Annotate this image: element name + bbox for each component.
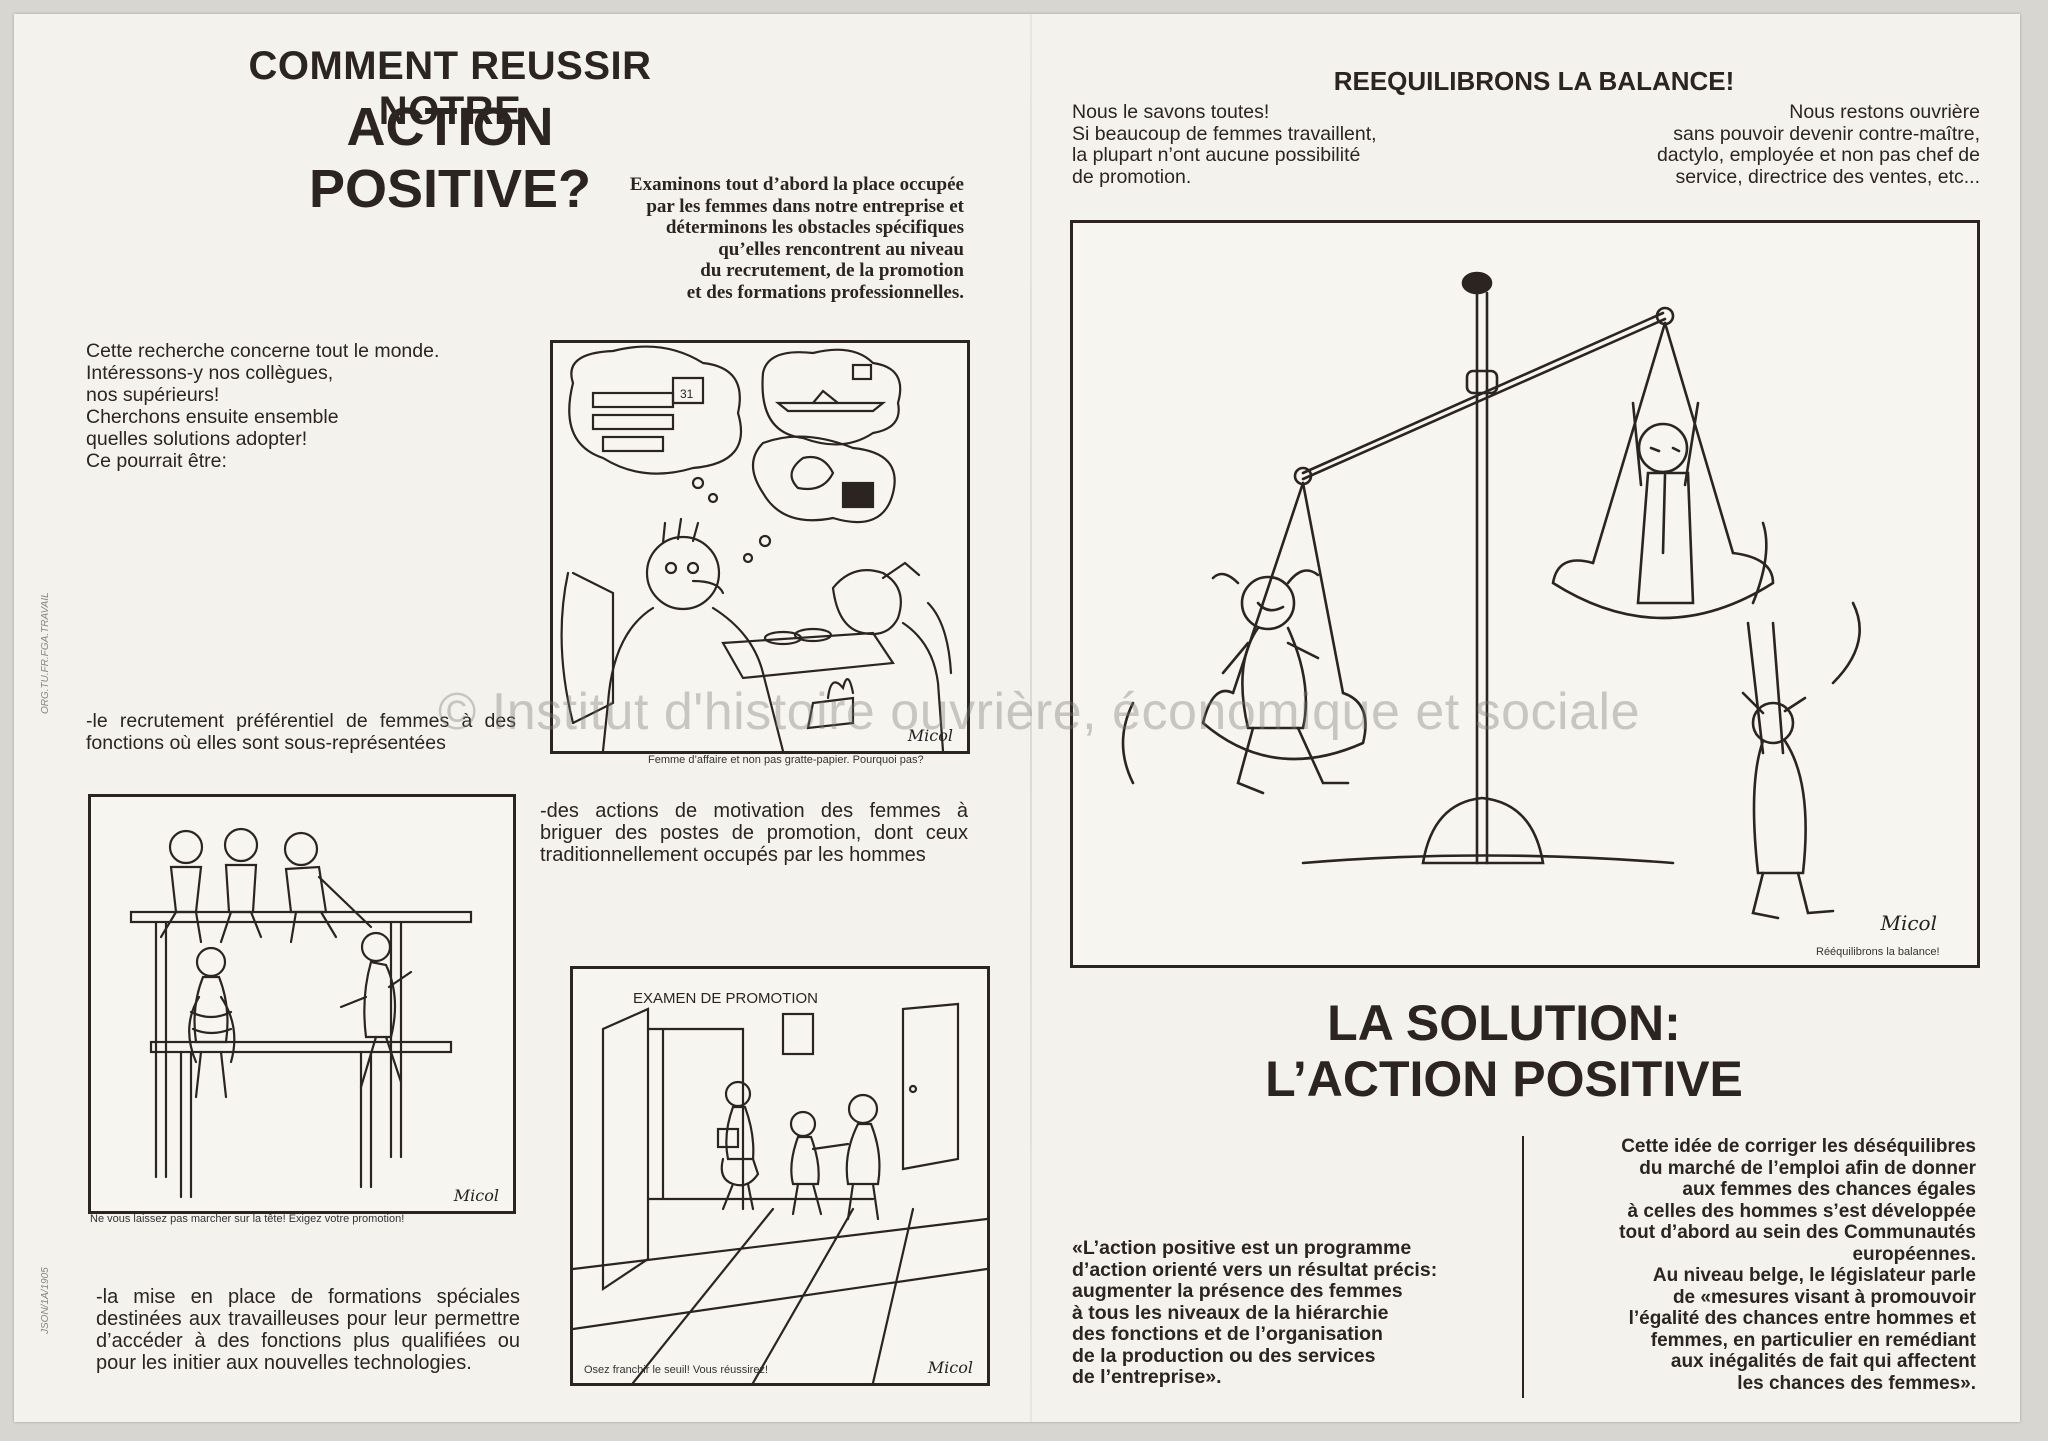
caption-office-daydream: Femme d’affaire et non pas gratte-papier…: [648, 754, 924, 766]
cartoon-climbing-bars: Micol: [88, 794, 516, 1214]
climbing-bars-drawing: [129, 827, 473, 1199]
caption-balance: Rééquilibrons la balance!: [1816, 946, 1940, 958]
left-title-line1: COMMENT REUSSIR NOTRE: [248, 44, 652, 133]
signature-balance: Micol: [1880, 911, 1937, 935]
right-intro-left: Nous le savons toutes! Si beaucoup de fe…: [1072, 101, 1377, 188]
signature-cartoon2: Micol: [453, 1186, 499, 1205]
left-bullet-training: -la mise en place de formations spéciale…: [96, 1286, 520, 1374]
signature-cartoon3: Micol: [927, 1358, 973, 1377]
balance-drawing: [1121, 271, 1861, 920]
left-intro: Examinons tout d’abord la place occupée …: [629, 174, 964, 303]
poster-sheet: COMMENT REUSSIR NOTRE ACTION POSITIVE? E…: [14, 14, 2020, 1422]
svg-text:31: 31: [680, 387, 694, 401]
exam-door-drawing: EXAMEN DE PROMOTION: [573, 990, 987, 1383]
left-bullet-recruitment: -le recrutement préférentiel de femmes à…: [86, 710, 516, 754]
solution-title-line1: LA SOLUTION:: [1327, 995, 1681, 1051]
margin-note-top: ORG.TU.FR.FGA.TRAVAIL: [40, 592, 51, 714]
left-bullet-motivation: -des actions de motivation des femmes à …: [540, 800, 968, 866]
left-research-text: Cette recherche concerne tout le monde. …: [86, 340, 440, 472]
cartoon-office-daydream: 31: [550, 340, 970, 754]
solution-title-line2: L’ACTION POSITIVE: [1265, 1051, 1743, 1107]
cartoon-balance: Micol: [1070, 220, 1980, 968]
cartoon-exam-door: EXAMEN DE PROMOTION: [570, 966, 990, 1386]
right-intro-right: Nous restons ouvrière sans pouvoir deven…: [1656, 101, 1980, 188]
caption-exam-door: Osez franchir le seuil! Vous réussirez!: [584, 1364, 769, 1376]
office-daydream-drawing: 31: [560, 345, 953, 751]
watermark: © Institut d'histoire ouvrière, économiq…: [437, 683, 1640, 741]
right-title: REEQUILIBRONS LA BALANCE!: [1333, 66, 1735, 96]
solution-divider: [1522, 1136, 1524, 1398]
signature-cartoon1: Micol: [907, 726, 953, 745]
caption-climbing-bars: Ne vous laissez pas marcher sur la tête!…: [90, 1213, 405, 1225]
solution-quote: «L’action positive est un programme d’ac…: [1072, 1237, 1438, 1388]
solution-history: Cette idée de corriger les déséquilibres…: [1619, 1136, 1976, 1394]
exam-sign-text: EXAMEN DE PROMOTION: [633, 990, 818, 1007]
center-fold: [1030, 14, 1032, 1422]
left-title-line2: ACTION POSITIVE?: [308, 97, 592, 219]
margin-note-bottom: JSON/1A/1905: [40, 1267, 51, 1334]
